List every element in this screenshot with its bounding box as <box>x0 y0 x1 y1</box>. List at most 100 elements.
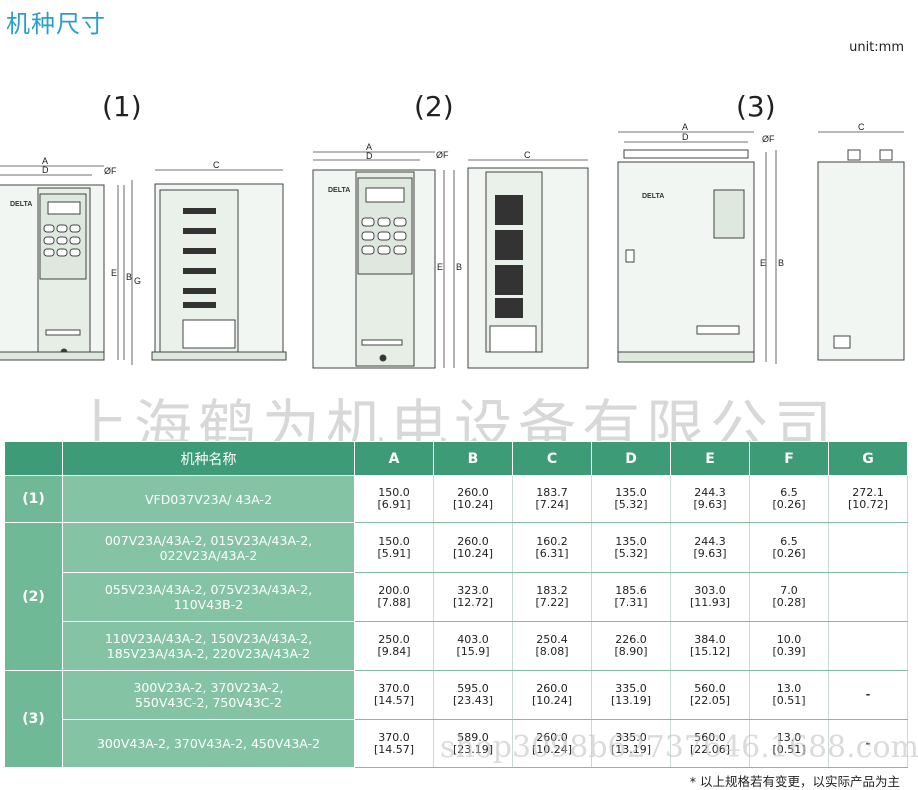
brand-logo: DELTA <box>328 187 350 194</box>
dim-A-cell: 370.0 [14.57] <box>354 719 434 768</box>
dim-B-label: B <box>126 272 132 282</box>
dim-B-cell: 323.0 [12.72] <box>433 572 513 622</box>
dim-F-label: ØF <box>436 150 449 160</box>
dim-A-cell: 250.0 [9.84] <box>354 621 434 671</box>
dim-C-cell: 260.0 [10.24] <box>512 670 592 720</box>
header-A: A <box>354 441 434 476</box>
header-G: G <box>828 441 908 476</box>
table-row: 110V23A/43A-2, 150V23A/43A-2, 185V23A/43… <box>5 621 908 671</box>
page-title: 机种尺寸 <box>6 10 106 38</box>
dim-A-label: A <box>682 122 688 132</box>
model-name-cell: 300V43A-2, 370V43A-2, 450V43A-2 <box>62 719 355 768</box>
dim-A-cell: 150.0 [5.91] <box>354 522 434 573</box>
dim-G-cell <box>828 572 908 622</box>
dim-F-cell: 13.0 [0.51] <box>749 670 829 720</box>
table-row: (3)300V23A-2, 370V23A-2, 550V43C-2, 750V… <box>4 670 908 768</box>
dim-G-label: G <box>134 276 141 286</box>
dim-A-cell: 150.0 [6.91] <box>354 475 434 523</box>
dim-B-label: B <box>778 258 784 268</box>
dim-F-cell: 6.5 [0.26] <box>749 475 829 523</box>
dim-G-cell <box>828 621 908 671</box>
table-row: (2)007V23A/43A-2, 015V23A/43A-2, 022V23A… <box>4 522 908 671</box>
header-C: C <box>512 441 592 476</box>
dim-D-cell: 185.6 [7.31] <box>591 572 671 622</box>
figure-1-front-view <box>0 184 105 361</box>
dim-E-cell: 560.0 [22.05] <box>670 670 750 720</box>
dim-G-cell: 272.1 [10.72] <box>828 475 908 523</box>
dim-F-label: ØF <box>104 166 117 176</box>
dim-E-label: E <box>760 258 766 268</box>
dim-C-cell: 183.7 [7.24] <box>512 475 592 523</box>
dim-E-label: E <box>437 262 443 272</box>
dim-F-cell: 10.0 [0.39] <box>749 621 829 671</box>
figure-1-side-view <box>151 183 287 361</box>
dim-A-label: A <box>366 142 372 152</box>
model-name-cell: 007V23A/43A-2, 015V23A/43A-2, 022V23A/43… <box>62 522 355 573</box>
figure-2-label: (2) <box>414 90 454 123</box>
dim-G-cell <box>828 522 908 573</box>
watermark-url: shop3098b62737646.1688.com <box>440 730 918 765</box>
figure-3-label: (3) <box>736 90 776 123</box>
dim-B-cell: 589.0 [23.19] <box>433 719 513 768</box>
figure-3-front-view <box>617 149 755 363</box>
brand-logo: DELTA <box>642 193 664 200</box>
group-label: (3) <box>4 670 63 768</box>
header-E: E <box>670 441 750 476</box>
group-label: (2) <box>4 522 63 671</box>
group-label: (1) <box>4 475 63 523</box>
dim-D-cell: 135.0 [5.32] <box>591 475 671 523</box>
figure-3-side-view <box>817 149 905 361</box>
dim-G-cell: - <box>828 719 908 768</box>
dim-E-cell: 384.0 [15.12] <box>670 621 750 671</box>
model-name-cell: 110V23A/43A-2, 150V23A/43A-2, 185V23A/43… <box>62 621 355 671</box>
dim-A-cell: 200.0 [7.88] <box>354 572 434 622</box>
header-F: F <box>749 441 829 476</box>
dim-D-label: D <box>366 151 373 161</box>
dim-D-cell: 335.0 [13.19] <box>591 719 671 768</box>
footnote: * 以上规格若有变更，以实际产品为主 <box>689 774 900 789</box>
model-name-cell: VFD037V23A/ 43A-2 <box>62 475 355 523</box>
dim-C-cell: 260.0 [10.24] <box>512 719 592 768</box>
model-name-cell: 055V23A/43A-2, 075V23A/43A-2, 110V43B-2 <box>62 572 355 622</box>
dim-C-cell: 250.4 [8.08] <box>512 621 592 671</box>
dim-C-label: C <box>858 122 865 132</box>
dim-A-cell: 370.0 [14.57] <box>354 670 434 720</box>
dim-E-cell: 244.3 [9.63] <box>670 522 750 573</box>
dim-B-cell: 260.0 [10.24] <box>433 522 513 573</box>
dim-E-cell: 560.0 [22.06] <box>670 719 750 768</box>
dim-C-cell: 160.2 [6.31] <box>512 522 592 573</box>
dim-D-cell: 335.0 [13.19] <box>591 670 671 720</box>
dim-B-cell: 403.0 [15.9] <box>433 621 513 671</box>
model-name-cell: 300V23A-2, 370V23A-2, 550V43C-2, 750V43C… <box>62 670 355 720</box>
dim-D-cell: 135.0 [5.32] <box>591 522 671 573</box>
dim-D-cell: 226.0 [8.90] <box>591 621 671 671</box>
dim-B-cell: 260.0 [10.24] <box>433 475 513 523</box>
table-header-row: 机种名称 A B C D E F G <box>4 441 908 476</box>
header-blank <box>4 441 63 476</box>
dim-F-cell: 13.0 [0.51] <box>749 719 829 768</box>
header-B: B <box>433 441 513 476</box>
dim-B-label: B <box>456 262 462 272</box>
dim-G-cell: - <box>828 670 908 720</box>
unit-label: unit:mm <box>849 40 904 55</box>
dim-B-cell: 595.0 [23.43] <box>433 670 513 720</box>
dim-C-label: C <box>213 160 220 170</box>
figure-1-label: (1) <box>102 90 142 123</box>
dim-C-label: C <box>524 150 531 160</box>
dim-F-cell: 6.5 [0.26] <box>749 522 829 573</box>
figure-2-side-view <box>467 167 589 369</box>
dim-D-label: D <box>42 165 49 175</box>
header-D: D <box>591 441 671 476</box>
dim-E-cell: 303.0 [11.93] <box>670 572 750 622</box>
dim-E-label: E <box>111 268 117 278</box>
brand-logo: DELTA <box>10 201 32 208</box>
dim-A-label: A <box>42 156 48 166</box>
figure-2-front-view <box>312 169 436 369</box>
dim-F-label: ØF <box>762 134 775 144</box>
dim-F-cell: 7.0 [0.28] <box>749 572 829 622</box>
header-model-name: 机种名称 <box>62 441 355 476</box>
